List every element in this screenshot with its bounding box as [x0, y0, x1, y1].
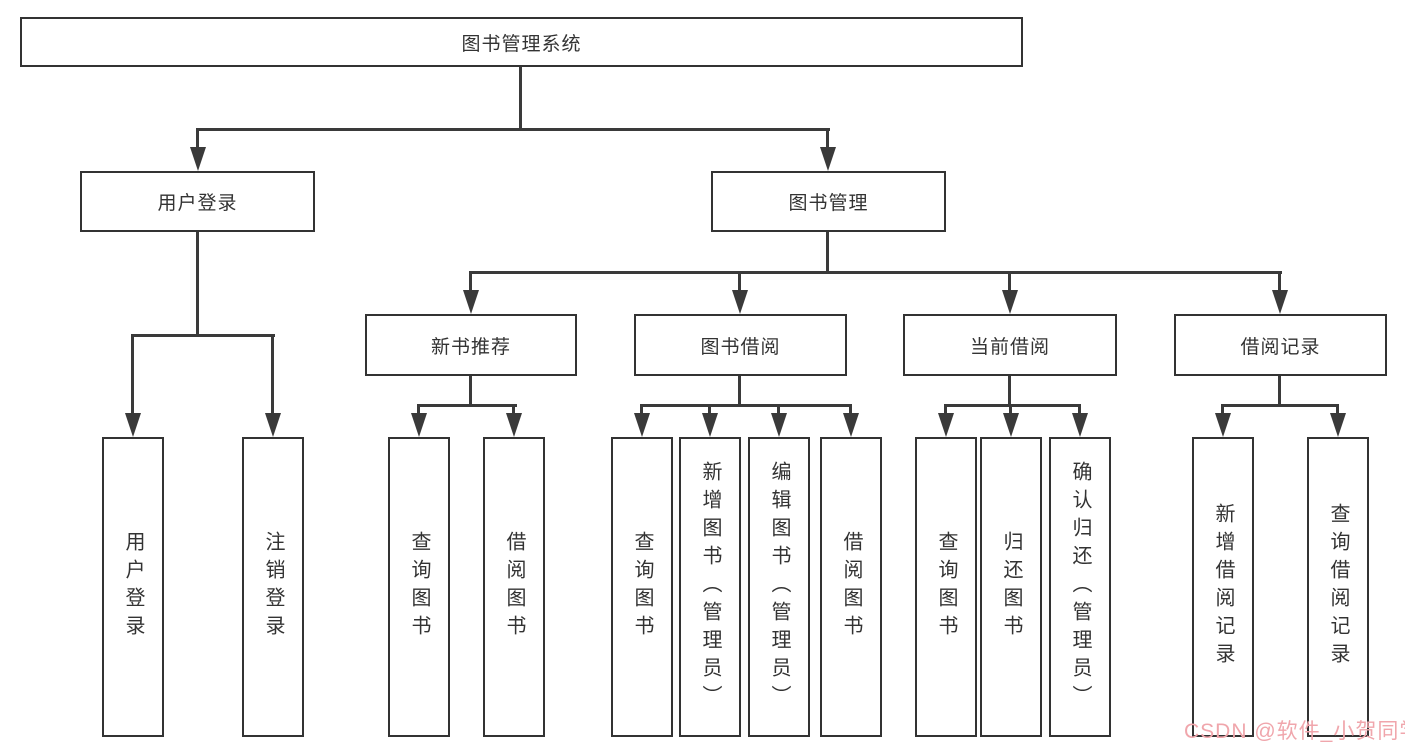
connector-line [640, 404, 643, 414]
arrowhead-down-icon [265, 413, 281, 437]
leaf-logout: 注销登录 [242, 437, 304, 737]
leaf-user-login: 用户登录 [102, 437, 164, 737]
connector-line [1009, 404, 1012, 414]
arrowhead-down-icon [938, 413, 954, 437]
arrowhead-down-icon [1272, 290, 1288, 314]
connector-line [196, 232, 199, 336]
connector-line [196, 128, 199, 150]
arrowhead-down-icon [411, 413, 427, 437]
connector-line [469, 376, 472, 407]
node-label: 用户登录 [157, 193, 238, 214]
connector-line [826, 232, 829, 274]
connector-line [708, 404, 711, 414]
arrowhead-down-icon [463, 290, 479, 314]
connector-line [1008, 271, 1011, 291]
arrowhead-down-icon [1003, 413, 1019, 437]
arrowhead-down-icon [190, 147, 206, 171]
connector-line [1278, 376, 1281, 407]
leaf-borrow-books-2: 借阅图书 [820, 437, 882, 737]
node-label: 查询图书 [631, 531, 653, 643]
arrowhead-down-icon [125, 413, 141, 437]
arrowhead-down-icon [702, 413, 718, 437]
connector-line [640, 404, 852, 407]
node-label: 确认归还（管理员） [1069, 461, 1091, 713]
node-label: 图书借阅 [700, 336, 781, 358]
leaf-query-borrow-record: 查询借阅记录 [1307, 437, 1369, 737]
node-book-management: 图书管理 [711, 171, 946, 232]
connector-line [417, 404, 517, 407]
leaf-add-books-admin: 新增图书（管理员） [679, 437, 741, 737]
connector-line [271, 334, 274, 414]
node-label: 查询图书 [408, 531, 430, 643]
arrowhead-down-icon [771, 413, 787, 437]
connector-line [944, 404, 947, 414]
leaf-add-borrow-record: 新增借阅记录 [1192, 437, 1254, 737]
connector-line [1008, 376, 1011, 407]
node-current-borrow: 当前借阅 [903, 314, 1117, 376]
node-label: 新书推荐 [430, 336, 511, 358]
leaf-borrow-books-1: 借阅图书 [483, 437, 545, 737]
node-label: 查询图书 [935, 531, 957, 643]
connector-line [131, 334, 275, 337]
leaf-query-books-2: 查询图书 [611, 437, 673, 737]
node-book-borrow: 图书借阅 [634, 314, 847, 376]
connector-line [131, 334, 134, 414]
node-label: 归还图书 [1000, 531, 1022, 643]
connector-line [944, 404, 1081, 407]
connector-line [1336, 404, 1339, 414]
connector-line [1221, 404, 1224, 414]
arrowhead-down-icon [1072, 413, 1088, 437]
connector-line [826, 128, 829, 150]
node-label: 借阅图书 [503, 531, 525, 643]
connector-line [417, 404, 420, 414]
arrowhead-down-icon [506, 413, 522, 437]
leaf-edit-books-admin: 编辑图书（管理员） [748, 437, 810, 737]
connector-line [1078, 404, 1081, 414]
arrowhead-down-icon [1330, 413, 1346, 437]
connector-line [519, 67, 522, 129]
csdn-watermark: CSDN @软件_小贺同学 [1184, 720, 1405, 743]
arrowhead-down-icon [820, 147, 836, 171]
connector-line [469, 271, 472, 291]
node-label: 借阅图书 [840, 531, 862, 643]
arrowhead-down-icon [1002, 290, 1018, 314]
node-label: 图书管理 [788, 193, 869, 214]
connector-line [738, 271, 741, 291]
node-label: 图书管理系统 [461, 33, 582, 55]
node-label: 用户登录 [122, 531, 144, 643]
node-label: 新增借阅记录 [1212, 503, 1234, 671]
arrowhead-down-icon [843, 413, 859, 437]
node-borrow-records: 借阅记录 [1174, 314, 1387, 376]
node-user-login: 用户登录 [80, 171, 315, 232]
connector-line [512, 404, 515, 414]
node-new-book-recommend: 新书推荐 [365, 314, 577, 376]
connector-line [196, 128, 830, 131]
connector-line [1278, 271, 1281, 291]
connector-line [738, 376, 741, 407]
node-label: 编辑图书（管理员） [768, 461, 790, 713]
connector-line [1221, 404, 1339, 407]
leaf-return-books: 归还图书 [980, 437, 1042, 737]
leaf-confirm-return-admin: 确认归还（管理员） [1049, 437, 1111, 737]
arrowhead-down-icon [1215, 413, 1231, 437]
node-label: 注销登录 [262, 531, 284, 643]
connector-line [469, 271, 1282, 274]
arrowhead-down-icon [732, 290, 748, 314]
node-label: 借阅记录 [1240, 336, 1321, 358]
connector-line [849, 404, 852, 414]
leaf-query-books-3: 查询图书 [915, 437, 977, 737]
arrowhead-down-icon [634, 413, 650, 437]
connector-line [777, 404, 780, 414]
node-label: 查询借阅记录 [1327, 503, 1349, 671]
leaf-query-books-1: 查询图书 [388, 437, 450, 737]
node-library-management-system: 图书管理系统 [20, 17, 1023, 67]
node-label: 新增图书（管理员） [699, 461, 721, 713]
node-label: 当前借阅 [969, 336, 1050, 358]
